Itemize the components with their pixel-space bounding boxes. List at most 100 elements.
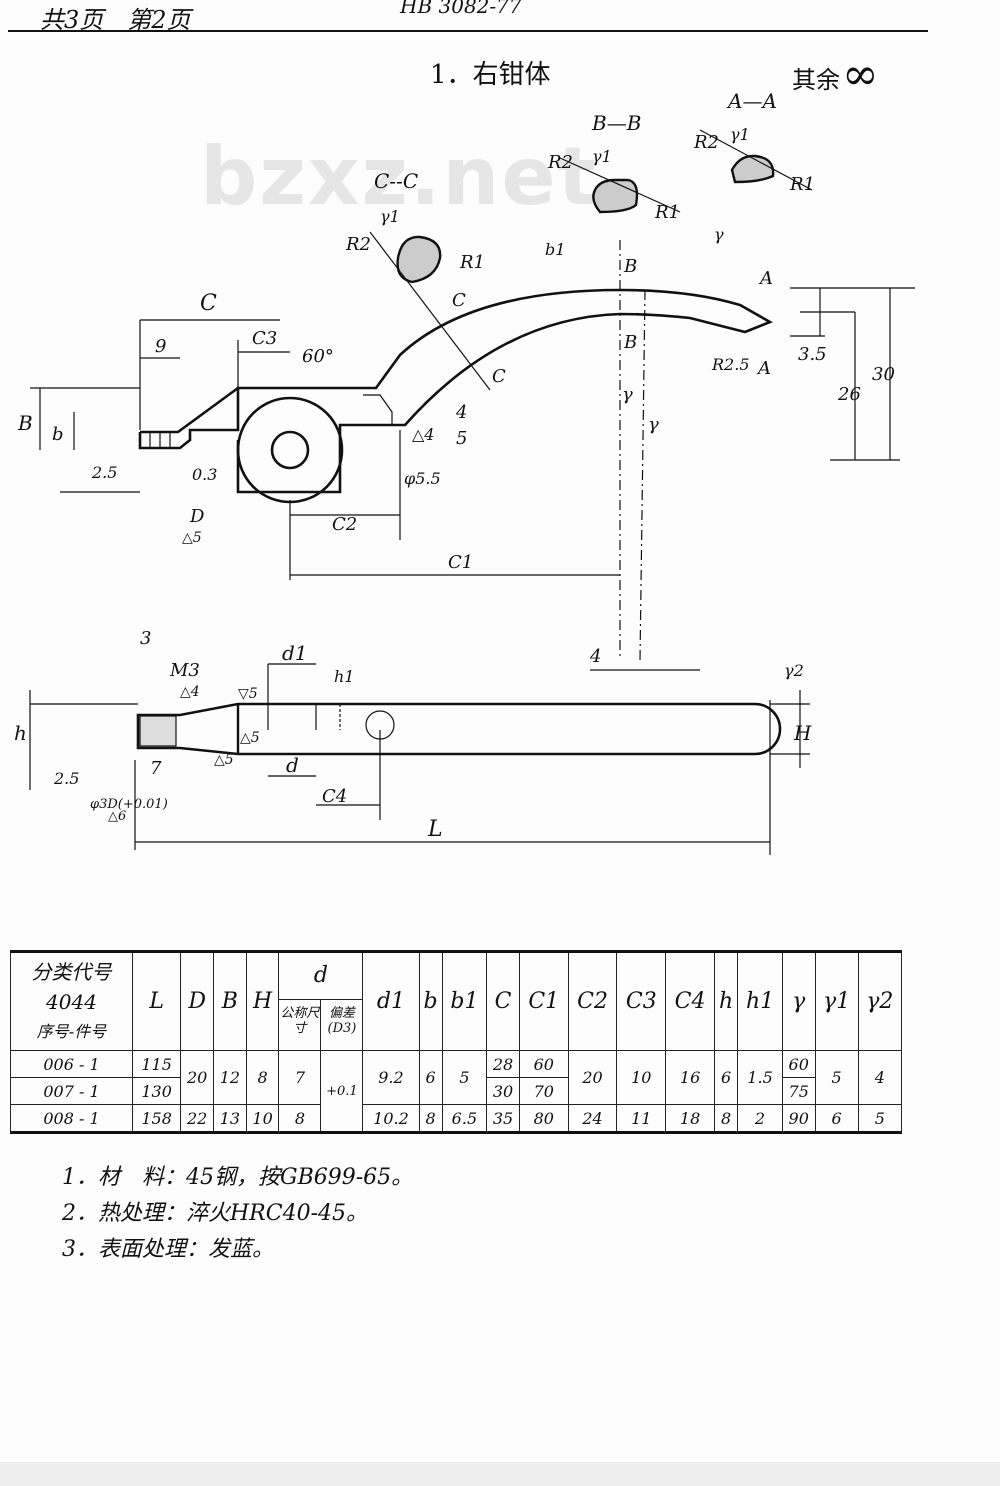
- label-r1-aa: R1: [789, 174, 815, 195]
- pivot-hole: [270, 430, 310, 470]
- class-code-label: 分类代号: [31, 959, 112, 984]
- col-C: C: [486, 951, 520, 1051]
- label-c4: C4: [322, 786, 347, 807]
- col-C4: C4: [665, 951, 715, 1051]
- note-material: 1．材 料：45钢，按GB699-65。: [62, 1165, 414, 1190]
- label-c-dim: C: [200, 291, 217, 316]
- label-2-5-top: 2.5: [91, 463, 117, 482]
- note-heat-treatment: 2．热处理：淬火HRC40-45。: [62, 1201, 369, 1226]
- label-c-upper: C: [452, 290, 466, 311]
- cell-d1: 9.2: [362, 1050, 420, 1105]
- label-tri5-top: △5: [182, 530, 202, 546]
- label-tri6: △6: [108, 809, 126, 824]
- label-r2-cc: R2: [345, 234, 371, 255]
- cell-C3: 11: [616, 1104, 667, 1133]
- cell-d1: 10.2: [362, 1104, 420, 1133]
- page-count: 共3页 第2页: [40, 6, 191, 34]
- cell-gamma1: 6: [814, 1104, 859, 1133]
- label-gamma-mid2: γ: [648, 414, 659, 435]
- pivot-boss: [236, 396, 344, 504]
- cell-D: 20: [180, 1050, 215, 1105]
- section-cc-shape: [396, 235, 442, 284]
- label-tri5-side2: △5: [214, 752, 234, 768]
- col-C1: C1: [518, 951, 569, 1051]
- col-L: L: [131, 951, 182, 1051]
- cell-b: 8: [418, 1104, 443, 1133]
- label-c1: C1: [448, 552, 473, 573]
- col-gamma: γ: [781, 951, 816, 1051]
- label-b1: b1: [545, 240, 565, 259]
- label-30: 30: [872, 364, 895, 385]
- label-b-dim: B: [17, 411, 33, 435]
- label-gamma1-cc: γ1: [380, 207, 400, 226]
- col-b1: b1: [441, 951, 488, 1051]
- cell-h: 8: [713, 1104, 739, 1133]
- cell-L: 130: [131, 1077, 182, 1105]
- table-row: 007 - 1 130 30 70 75: [10, 1077, 902, 1105]
- section-bb-shape: [592, 178, 639, 214]
- technical-drawing: A—A B—B C--C R2 γ1 R1 R2 γ1 R1 R2 γ1 R1 …: [14, 89, 915, 855]
- label-four-bottom: 4: [589, 646, 601, 667]
- label-tri4-side: △4: [180, 684, 200, 700]
- col-d: d: [279, 953, 363, 1000]
- cell-C: 30: [486, 1077, 520, 1105]
- label-0-3: 0.3: [192, 465, 217, 484]
- label-3-5: 3.5: [798, 344, 827, 365]
- label-seven: 7: [150, 758, 162, 779]
- label-d1: d1: [282, 641, 308, 665]
- cell-C4: 16: [665, 1050, 715, 1105]
- cell-C1: 70: [518, 1077, 569, 1105]
- col-gamma1: γ1: [814, 951, 859, 1051]
- label-h: h: [14, 721, 27, 745]
- section-aa-shape: [730, 154, 775, 184]
- jaw-body-outline: [138, 288, 773, 494]
- label-b-small: b: [52, 424, 64, 445]
- cell-C2: 20: [567, 1050, 618, 1105]
- cell-L: 158: [131, 1104, 182, 1133]
- label-tri4-top: △4: [412, 425, 434, 444]
- label-b-top: B: [623, 256, 637, 277]
- cell-C: 35: [486, 1104, 520, 1133]
- cell-h1: 1.5: [737, 1050, 783, 1105]
- cell-H: 8: [245, 1050, 280, 1105]
- col-b: b: [418, 951, 443, 1051]
- col-d-nominal: 公称尺寸: [279, 1000, 322, 1050]
- table-row: 006 - 1 115 20 12 8 7 +0.1 9.2 6 5 28 60…: [10, 1050, 903, 1133]
- class-code-header: 分类代号 4044 序号-件号: [10, 951, 133, 1051]
- cell-gamma1: 5: [814, 1050, 859, 1105]
- label-r25: R2.5: [711, 355, 750, 374]
- label-b-bottom: B: [623, 332, 637, 353]
- cell-h: 6: [713, 1050, 739, 1105]
- label-gamma-mid: γ: [622, 384, 633, 405]
- label-c3: C3: [252, 328, 277, 349]
- cell-d: 8: [278, 1104, 322, 1133]
- label-a-bottom: A: [756, 358, 771, 379]
- label-c-lower: C: [492, 366, 506, 387]
- label-section-aa: A—A: [726, 89, 777, 113]
- label-three: 3: [140, 628, 151, 649]
- cell-C3: 10: [616, 1050, 667, 1105]
- label-five-top: 5: [456, 428, 467, 449]
- col-D: D: [180, 951, 215, 1051]
- cell-D: 22: [180, 1104, 215, 1133]
- label-tri5b-side: ▽5: [238, 686, 258, 702]
- label-tri5-side1: △5: [240, 730, 260, 746]
- col-d-group: d 公称尺寸 偏差(D3): [278, 951, 364, 1051]
- cell-gamma: 90: [781, 1104, 816, 1133]
- label-gamma1-bb: γ1: [592, 147, 612, 166]
- cell-gamma2: 4: [857, 1050, 903, 1105]
- col-d1: d1: [362, 951, 420, 1051]
- cell-gamma2: 5: [857, 1104, 903, 1133]
- cell-b1: 5: [441, 1050, 488, 1105]
- label-section-cc: C--C: [374, 169, 418, 193]
- cell-gamma: 60: [781, 1050, 816, 1078]
- label-H: H: [793, 721, 812, 745]
- label-r2-aa: R2: [693, 132, 719, 153]
- label-h1: h1: [334, 667, 354, 686]
- label-r1-cc: R1: [459, 252, 485, 273]
- label-L: L: [427, 817, 443, 842]
- cell-B: 12: [213, 1050, 247, 1105]
- label-r1-bb: R1: [654, 202, 680, 223]
- watermark: bzxz.net: [200, 130, 598, 223]
- cell-tolerance: +0.1: [320, 1050, 364, 1133]
